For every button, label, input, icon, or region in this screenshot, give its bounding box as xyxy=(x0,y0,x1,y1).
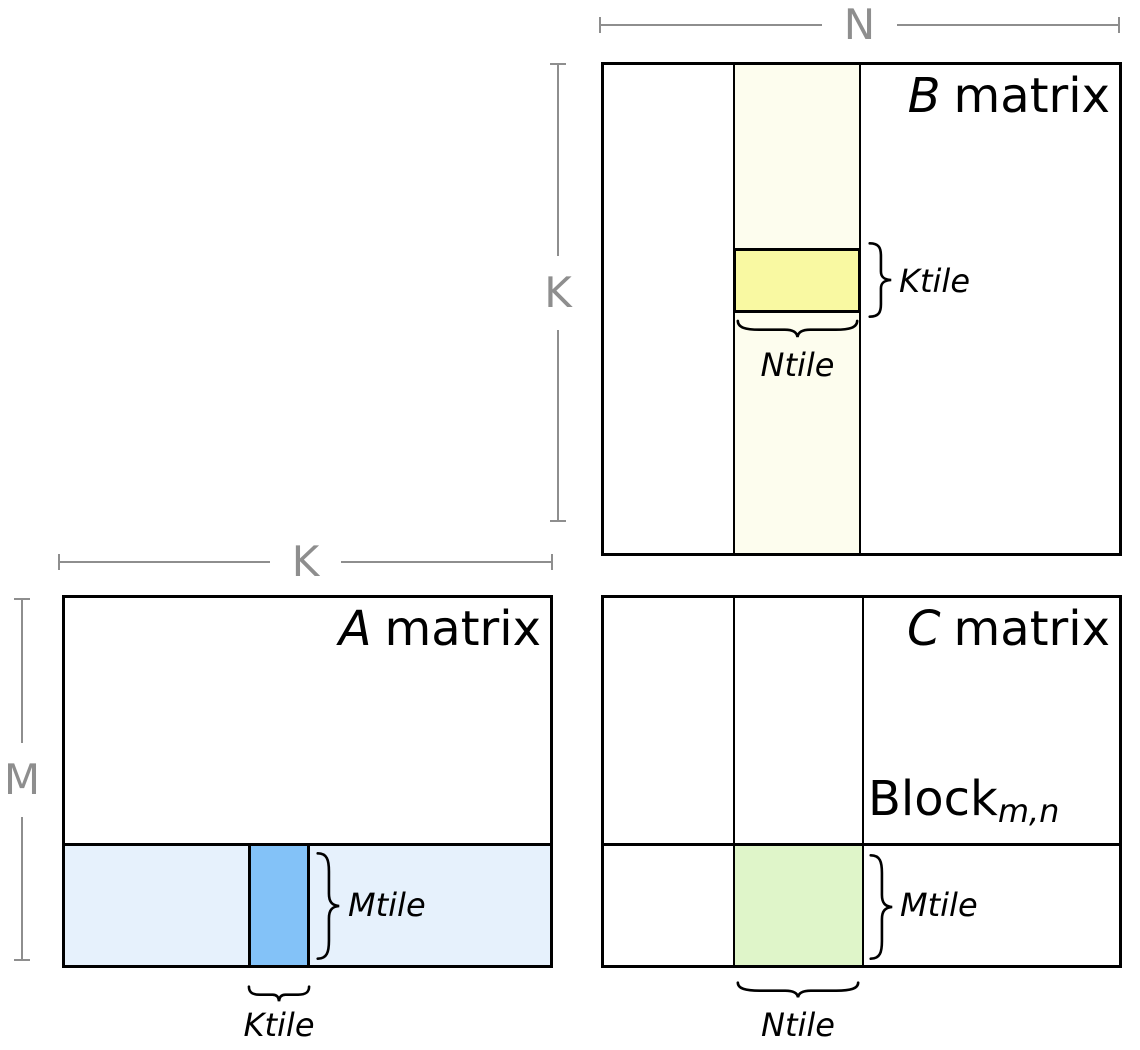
b-ktile-ntile-tile xyxy=(733,248,861,313)
dim-tick-right xyxy=(551,554,554,570)
b-ktile-right-brace-icon xyxy=(866,241,894,319)
dim-segment xyxy=(21,816,23,959)
dim-segment xyxy=(60,561,270,563)
dim-tick-left xyxy=(58,554,60,570)
dim-tick-top xyxy=(550,63,566,65)
c-ntile-label: Ntile xyxy=(761,1006,835,1044)
b-ntile-label: Ntile xyxy=(760,346,835,384)
dimension-line-k-b: K xyxy=(544,63,572,522)
a-mtile-ktile-tile xyxy=(248,846,310,965)
b-matrix-title-letter: B xyxy=(907,68,941,124)
c-block-word: Block xyxy=(868,771,998,827)
c-mtile-right-brace-icon xyxy=(867,852,895,962)
dim-tick-bottom xyxy=(14,959,30,961)
dim-segment xyxy=(897,24,1119,26)
dim-label-k-a: K xyxy=(291,537,320,586)
dim-tick-top xyxy=(14,598,30,600)
dimension-line-k-a: K xyxy=(58,541,554,583)
a-ktile-label: Ktile xyxy=(243,1006,315,1044)
dim-tick-left xyxy=(599,17,601,33)
a-ktile-under-brace-icon xyxy=(247,984,311,1004)
dim-segment xyxy=(601,24,822,26)
c-column-line-right xyxy=(862,598,864,965)
c-ntile-under-brace-icon xyxy=(734,980,862,1000)
a-matrix-title-letter: A xyxy=(338,601,372,657)
dimension-line-n: N xyxy=(599,4,1121,46)
dim-label-m: M xyxy=(3,754,41,804)
b-matrix-title-word: matrix xyxy=(953,68,1110,124)
a-mtile-right-brace-icon xyxy=(314,850,342,962)
dim-segment xyxy=(557,329,559,520)
dim-label-n: N xyxy=(843,0,876,49)
c-row-divider-line xyxy=(604,843,1119,846)
dim-label-k-b: K xyxy=(544,267,572,317)
c-block-subscript: m,n xyxy=(997,792,1060,831)
c-block-label: Blockm,n xyxy=(868,775,1059,827)
dim-tick-right xyxy=(1118,17,1121,33)
b-ktile-label: Ktile xyxy=(899,262,970,300)
c-column-line-left xyxy=(733,598,735,965)
c-block-tile xyxy=(735,846,862,965)
dim-tick-bottom xyxy=(550,520,566,522)
dim-segment xyxy=(21,600,23,743)
b-ntile-under-brace-icon xyxy=(734,318,861,340)
c-mtile-label: Mtile xyxy=(900,886,978,924)
a-mtile-label: Mtile xyxy=(348,886,426,924)
a-matrix-title-word: matrix xyxy=(384,601,541,657)
c-matrix-title-word: matrix xyxy=(953,601,1110,657)
dimension-line-m: M xyxy=(4,598,40,961)
dim-segment xyxy=(341,561,552,563)
c-matrix-title-letter: C xyxy=(907,601,941,657)
dim-segment xyxy=(557,65,559,256)
